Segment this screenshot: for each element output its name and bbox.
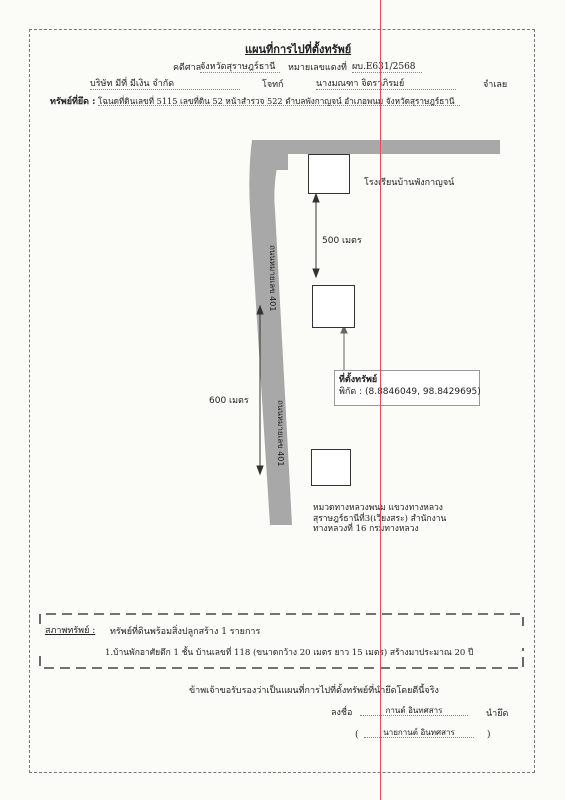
condition-label: สภาพทรัพย์ : <box>45 626 96 636</box>
road-corner-fill <box>268 140 288 170</box>
distance-arrow-500 <box>312 192 320 279</box>
property-value: โฉนดที่ดินเลขที่ 5115 เลขที่ดิน 52 หน้าส… <box>98 97 460 107</box>
property-title: ที่ตั้งทรัพย์ <box>339 375 378 385</box>
name-paren-open: ( <box>355 730 359 740</box>
plaintiff-value: บริษัท มีที่ มีเงิน จำกัด <box>90 80 240 90</box>
distance-arrow-600 <box>256 304 264 476</box>
case-value: ผบ.E631/2568 <box>352 63 422 73</box>
highway-office-building <box>311 449 351 486</box>
school-label: โรงเรียนบ้านพังกาญจน์ <box>364 178 455 188</box>
property-callout: ที่ตั้งทรัพย์ พิกัด : (8.8846049, 98.842… <box>334 370 481 406</box>
condition-summary: ทรัพย์ที่ดินพร้อมสิ่งปลูกสร้าง 1 รายการ <box>110 627 261 637</box>
defendant-label: จำเลย <box>483 80 508 90</box>
signer-name: นายกานต์ อินทศสาร <box>364 729 474 738</box>
court-value: จังหวัดสุราษฎร์ธานี <box>200 63 280 73</box>
sign-label: ลงชื่อ <box>331 708 353 718</box>
property-building <box>312 285 355 328</box>
court-label: คดีศาล <box>173 63 202 73</box>
plaintiff-label: โจทก์ <box>262 80 284 90</box>
condition-detail: 1.บ้านพักอาศัยตึก 1 ชั้น บ้านเลขที่ 118 … <box>105 648 474 658</box>
name-paren-close: ) <box>487 730 491 740</box>
case-label: หมายเลขแดงที่ <box>288 63 347 73</box>
distance-label-600: 600 เมตร <box>209 396 249 406</box>
page-frame <box>29 29 535 773</box>
defendant-value: นางมณฑา จิตราภิรมย์ <box>316 80 456 90</box>
page-title: แผนที่การไปที่ตั้งทรัพย์ <box>245 43 352 56</box>
property-pointer <box>340 324 348 370</box>
highway-office-label: หมวดทางหลวงพนม แขวงทางหลวง สุราษฎร์ธานีท… <box>313 503 447 534</box>
signature: กานต์ อินทศสาร <box>360 707 468 716</box>
side-road <box>268 140 500 154</box>
property-label: ทรัพย์ที่ยึด : <box>50 97 96 107</box>
school-building <box>308 154 350 194</box>
distance-label-500: 500 เมตร <box>322 236 362 246</box>
certification-statement: ข้าพเจ้าขอรับรองว่าเป็นแผนที่การไปที่ตั้… <box>189 686 439 696</box>
red-margin-line <box>380 0 381 800</box>
road-401 <box>249 140 292 525</box>
signer-role: นำยึด <box>486 709 509 719</box>
property-coords: พิกัด : (8.8846049, 98.8429695) <box>339 387 481 397</box>
